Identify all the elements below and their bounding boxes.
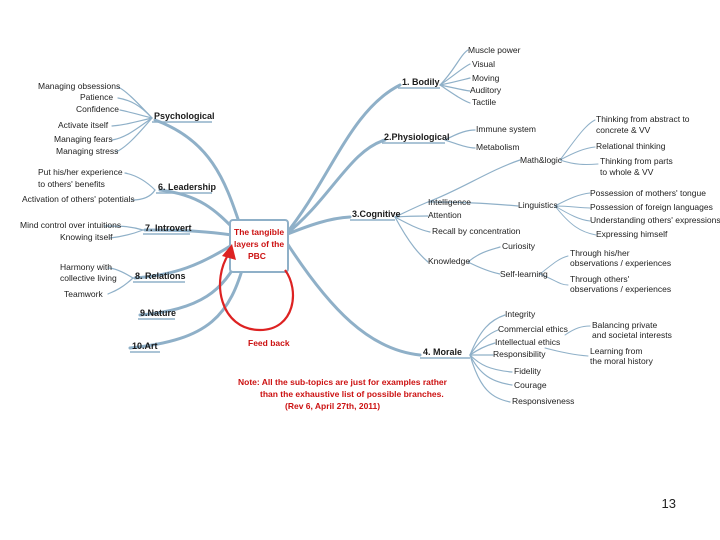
branch-cognitive: 3.Cognitive [352,209,401,219]
cognitive-item: Attention [428,210,462,220]
central-node-line-3: PBC [248,251,266,261]
physio-item: Immune system [476,124,536,134]
leader-item: to others' benefits [38,179,105,189]
feedback-label: Feed back [248,338,290,348]
ling-item: Possession of mothers' tongue [590,188,706,198]
psych-item: Confidence [76,104,119,114]
note-line-1: Note: All the sub-topics are just for ex… [238,377,448,387]
note-line-2: than the exhaustive list of possible bra… [260,389,444,399]
morale-item: Integrity [505,309,536,319]
mind-map-diagram: The tangible layers of the PBC Feed back… [0,30,720,430]
leader-item: Put his/her experience [38,167,123,177]
self-item: observations / experiences [570,258,671,268]
morale-history: Learning from [590,346,642,356]
introvert-item: Knowing itself [60,232,113,242]
math-item: Thinking from parts [600,156,673,166]
bodily-item: Moving [472,73,500,83]
cognitive-item: Knowledge [428,256,470,266]
branch-nature: 9.Nature [140,308,176,318]
bodily-item: Visual [472,59,495,69]
cognitive-item: Intelligence [428,197,471,207]
math-item: Thinking from abstract to [596,114,690,124]
introvert-item: Mind control over intuitions [20,220,121,230]
note-line-3: (Rev 6, April 27th, 2011) [285,401,380,411]
morale-history: the moral history [590,356,654,366]
morale-balance: and societal interests [592,330,672,340]
curiosity: Curiosity [502,241,536,251]
central-node-line-2: layers of the [234,239,284,249]
morale-item: Commercial ethics [498,324,568,334]
self-item: Through others' [570,274,630,284]
ling-item: Expressing himself [596,229,668,239]
relations-item: Harmony with [60,262,112,272]
psych-item: Managing stress [56,146,118,156]
feedback-loop-arrow [218,251,295,332]
self-item: Through his/her [570,248,630,258]
branch-leadership: 6. Leadership [158,182,217,192]
morale-item: Courage [514,380,547,390]
psych-item: Managing obsessions [38,81,120,91]
branch-line-physiological [283,138,387,237]
psych-item: Managing fears [54,134,113,144]
page-number: 13 [661,496,676,511]
psych-item: Patience [80,92,113,102]
ling-item: Possession of foreign languages [590,202,713,212]
morale-item: Responsibility [493,349,546,359]
math-item: to whole & VV [600,167,654,177]
ling-item: Understanding others' expressions [590,215,720,225]
morale-item: Intellectual ethics [495,337,560,347]
relations-item: collective living [60,273,117,283]
math-item: Relational thinking [596,141,666,151]
cognitive-item: Recall by concentration [432,226,521,236]
branch-line-bodily [283,83,402,237]
central-node [229,219,289,273]
branch-line-art [128,258,247,350]
bodily-item: Muscle power [468,45,521,55]
feedback-arrowhead [222,244,236,260]
morale-balance: Balancing private [592,320,657,330]
physio-item: Metabolism [476,142,519,152]
central-node-line-1: The tangible [234,227,284,237]
bodily-item: Auditory [470,85,502,95]
self-item: observations / experiences [570,284,671,294]
morale-item: Fidelity [514,366,542,376]
branch-psychological: Psychological [154,111,215,121]
relations-item: Teamwork [64,289,103,299]
math-logic: Math&logic [520,155,563,165]
branch-line-morale [283,238,422,357]
branch-line-introvert [143,228,234,237]
branch-relations: 8. Relations [135,271,186,281]
branch-art: 10.Art [132,341,158,351]
branch-bodily: 1. Bodily [402,77,440,87]
branch-morale: 4. Morale [423,347,462,357]
leader-item: Activation of others' potentials [22,194,135,204]
bodily-item: Tactile [472,97,496,107]
morale-item: Responsiveness [512,396,574,406]
branch-line-cognitive [283,215,352,237]
psych-item: Activate itself [58,120,109,130]
linguistics: Linguistics [518,200,558,210]
math-item: concrete & VV [596,125,651,135]
branch-introvert: 7. Introvert [145,223,192,233]
self-learning: Self-learning [500,269,548,279]
branch-physiological: 2.Physiological [384,132,450,142]
branch-line-relations [133,243,234,280]
branch-line-psychological [153,118,242,227]
